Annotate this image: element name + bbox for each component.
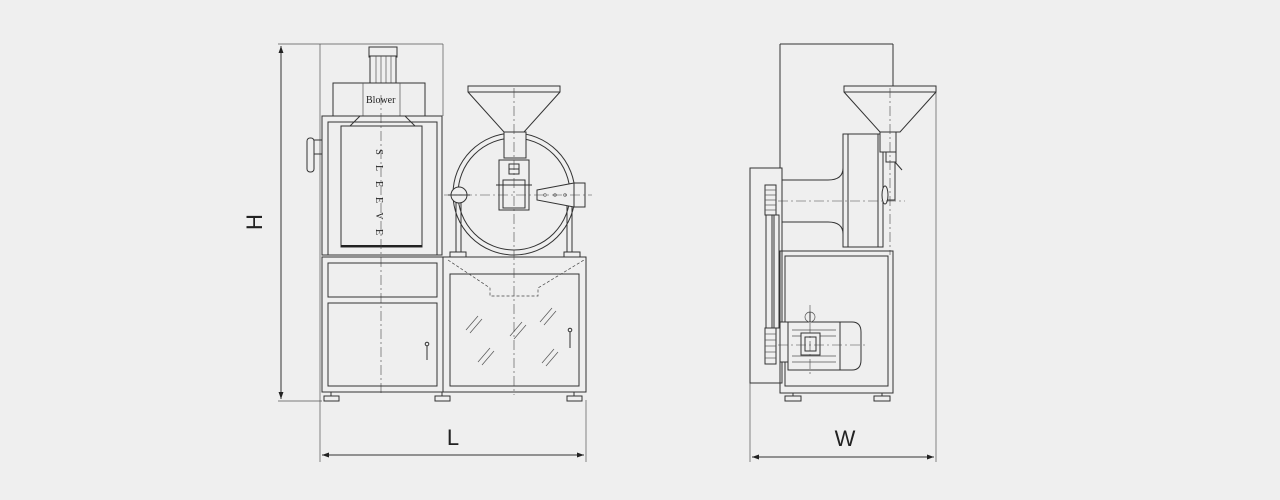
sleeve-letter: E — [373, 181, 384, 187]
front-extension-lines — [278, 43, 587, 462]
width-dimension-label: W — [835, 426, 856, 451]
width-dimension: W — [752, 426, 934, 460]
height-dimension: H — [242, 46, 284, 399]
side-grinding-chamber — [781, 133, 903, 248]
right-lower-cabinet — [442, 256, 587, 393]
side-feet — [784, 393, 891, 402]
motor — [778, 305, 868, 374]
front-feet — [323, 392, 583, 402]
length-dimension-label: L — [447, 425, 459, 450]
sleeve-letter: E — [373, 229, 384, 235]
side-view: W — [749, 43, 937, 462]
sleeve-letter: E — [373, 197, 384, 203]
glass-reflection-marks — [465, 307, 559, 367]
left-lower-cabinet — [321, 256, 444, 393]
sleeve-letter: L — [373, 165, 384, 171]
sleeve-vertical-label: S L E E V E — [373, 149, 384, 235]
belt-guard — [749, 167, 783, 384]
sleeve-letter: V — [373, 212, 384, 220]
side-handle — [306, 137, 322, 173]
belt-drive — [764, 184, 780, 365]
blower-housing: Blower — [332, 82, 426, 117]
sleeve-filter-cabinet: S L E E V E — [321, 95, 443, 395]
discharge-hopper — [447, 259, 585, 297]
length-dimension: L — [322, 425, 584, 458]
height-dimension-label: H — [242, 214, 267, 230]
blower-motor — [368, 46, 398, 84]
sleeve-letter: S — [373, 149, 384, 155]
front-view: H L Blower — [242, 43, 592, 462]
